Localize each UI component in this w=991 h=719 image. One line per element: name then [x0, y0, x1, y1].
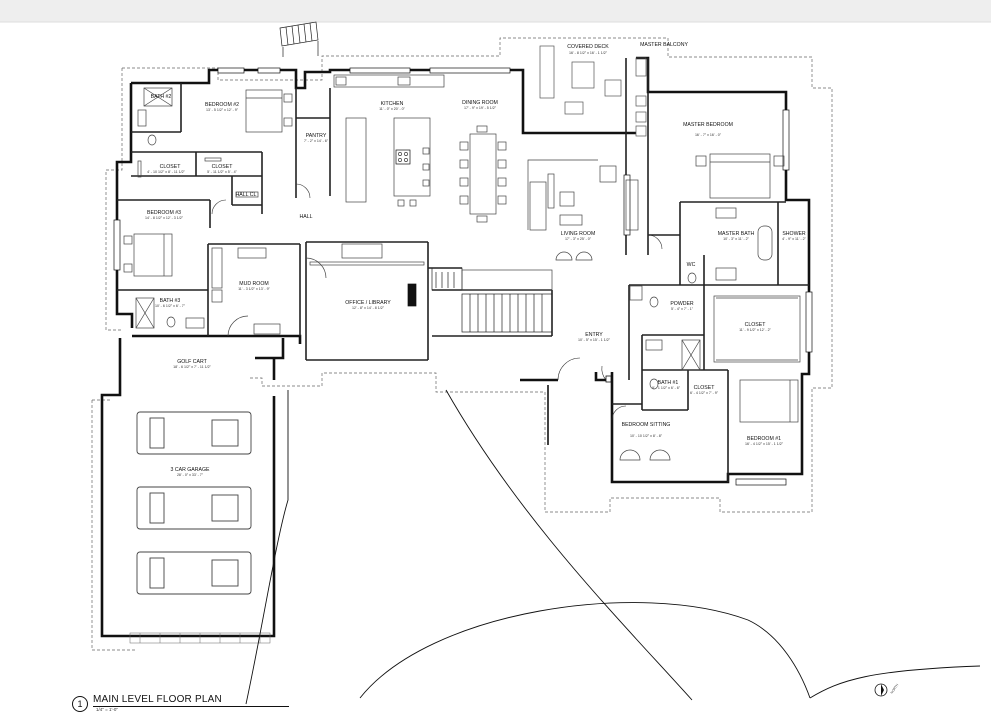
room-bedroom3-name: BEDROOM #3 [147, 210, 181, 216]
room-pantry-dims: 7' - 2" x 14' - 6" [304, 139, 329, 143]
room-garage-dims: 28' - 0" x 33' - 7" [177, 473, 204, 477]
room-mud-room-name: MUD ROOM [239, 281, 268, 287]
room-living-dims: 17' - 3" x 25' - 0" [565, 237, 592, 241]
room-shower-name: SHOWER [782, 231, 806, 237]
room-bedroom-sitting-dims: 10' - 10 1/2" x 8' - 8" [630, 434, 663, 438]
room-golf-cart-name: GOLF CART [177, 359, 207, 365]
drawing-scale: 1/4" = 1'-0" [96, 707, 118, 712]
room-mud-room-dims: 11' - 3 1/2" x 13' - 9" [238, 287, 271, 291]
room-bedroom3-dims: 14' - 8 1/2" x 12' - 3 1/2" [145, 216, 184, 220]
room-office-name: OFFICE / LIBRARY [345, 300, 391, 306]
north-label: NORTH [890, 682, 900, 694]
room-garage-name: 3 CAR GARAGE [171, 467, 210, 473]
window-openings [113, 67, 813, 486]
room-shower-dims: 4' - 9" x 11' - 2" [782, 237, 807, 241]
viewer-top-shade [0, 0, 991, 22]
room-bath1-name: BATH #1 [658, 380, 679, 386]
room-master-bath-name: MASTER BATH [718, 231, 755, 237]
room-labels: COVERED DECK 16' - 8 1/2" x 16' - 1 1/2"… [145, 42, 807, 477]
room-master-bath-dims: 10' - 3" x 11' - 2" [723, 237, 750, 241]
room-entry-name: ENTRY [585, 332, 603, 338]
interior-walls [117, 58, 809, 482]
garage-walls [100, 338, 285, 638]
interior-stair [431, 267, 553, 333]
kitchen-fixtures [333, 74, 507, 223]
north-arrow-icon: NORTH [874, 682, 900, 697]
room-closet-master-name: CLOSET [745, 322, 767, 328]
room-bath3-dims: 10' - 6 1/2" x 6' - 7" [155, 304, 186, 308]
driveway-curves [245, 389, 981, 705]
room-closet-master-dims: 11' - 9 1/2" x 12' - 2" [739, 328, 772, 332]
covered-deck-furniture [539, 45, 647, 137]
sheet-number: 1 [72, 696, 88, 712]
room-covered-deck-dims: 16' - 8 1/2" x 16' - 1 1/2" [569, 51, 608, 55]
roof-overhang-outline [91, 37, 833, 651]
room-powder-dims: 5' - 4" x 7' - 1" [671, 307, 694, 311]
room-closet-a-dims: 4' - 10 1/2" x 8' - 11 1/2" [147, 170, 186, 174]
room-wc-name: WC [687, 262, 696, 268]
room-closet-b1-dims: 6' - 4 1/2" x 7' - 9" [690, 391, 719, 395]
room-master-bedroom-name: MASTER BEDROOM [683, 122, 733, 128]
drawing-title: MAIN LEVEL FLOOR PLAN [93, 694, 222, 705]
room-dining-dims: 17' - 9" x 19' - 5 1/2" [464, 106, 497, 110]
room-closet-b-dims: 5' - 11 1/2" x 5' - 4" [207, 170, 238, 174]
room-bedroom-sitting-name: BEDROOM SITTING [622, 422, 671, 428]
room-hall-cl-name: HALL CL [236, 192, 257, 198]
garage-cars [136, 411, 252, 595]
room-living-name: LIVING ROOM [561, 231, 596, 237]
room-dining-name: DINING ROOM [462, 100, 498, 106]
exterior-stair [279, 21, 319, 57]
bedroom-2-fixtures [137, 87, 293, 198]
bedroom-3-fixtures [123, 233, 205, 329]
room-bath2-name: BATH #2 [151, 94, 172, 100]
garage-door-strip [129, 632, 271, 644]
room-golf-cart-dims: 18' - 6 1/2" x 7' - 11 1/2" [173, 365, 212, 369]
room-entry-dims: 10' - 5" x 15' - 1 1/2" [578, 338, 611, 342]
room-closet-b1-name: CLOSET [694, 385, 716, 391]
room-covered-deck-name: COVERED DECK [567, 44, 609, 50]
room-master-bedroom-dims: 16' - 7" x 16' - 0" [695, 133, 722, 137]
room-master-balcony-name: MASTER BALCONY [640, 42, 688, 48]
room-powder-name: POWDER [670, 301, 694, 307]
room-pantry-name: PANTRY [306, 133, 327, 139]
room-office-dims: 12' - 8" x 14' - 8 1/2" [352, 306, 385, 310]
master-suite-fixtures [619, 153, 801, 461]
room-closet-b-name: CLOSET [212, 164, 234, 170]
room-hall-name: HALL [300, 214, 313, 220]
room-kitchen-dims: 11' - 0" x 20' - 0" [379, 107, 406, 111]
mud-room-office-fixtures [211, 243, 425, 337]
room-bedroom1-dims: 16' - 4 1/2" x 15' - 1 1/2" [745, 442, 784, 446]
title-underline [93, 706, 289, 707]
door-swings [211, 183, 663, 421]
room-bath1-dims: 9' - 1 1/2" x 6' - 6" [652, 386, 681, 390]
room-kitchen-name: KITCHEN [381, 101, 404, 107]
room-bedroom2-name: BEDROOM #2 [205, 102, 239, 108]
room-bedroom1-name: BEDROOM #1 [747, 436, 781, 442]
living-room-furniture [527, 159, 639, 261]
room-bath3-name: BATH #3 [160, 298, 181, 304]
room-bedroom2-dims: 13' - 5 1/2" x 12' - 9" [206, 108, 239, 112]
room-closet-a-name: CLOSET [160, 164, 182, 170]
